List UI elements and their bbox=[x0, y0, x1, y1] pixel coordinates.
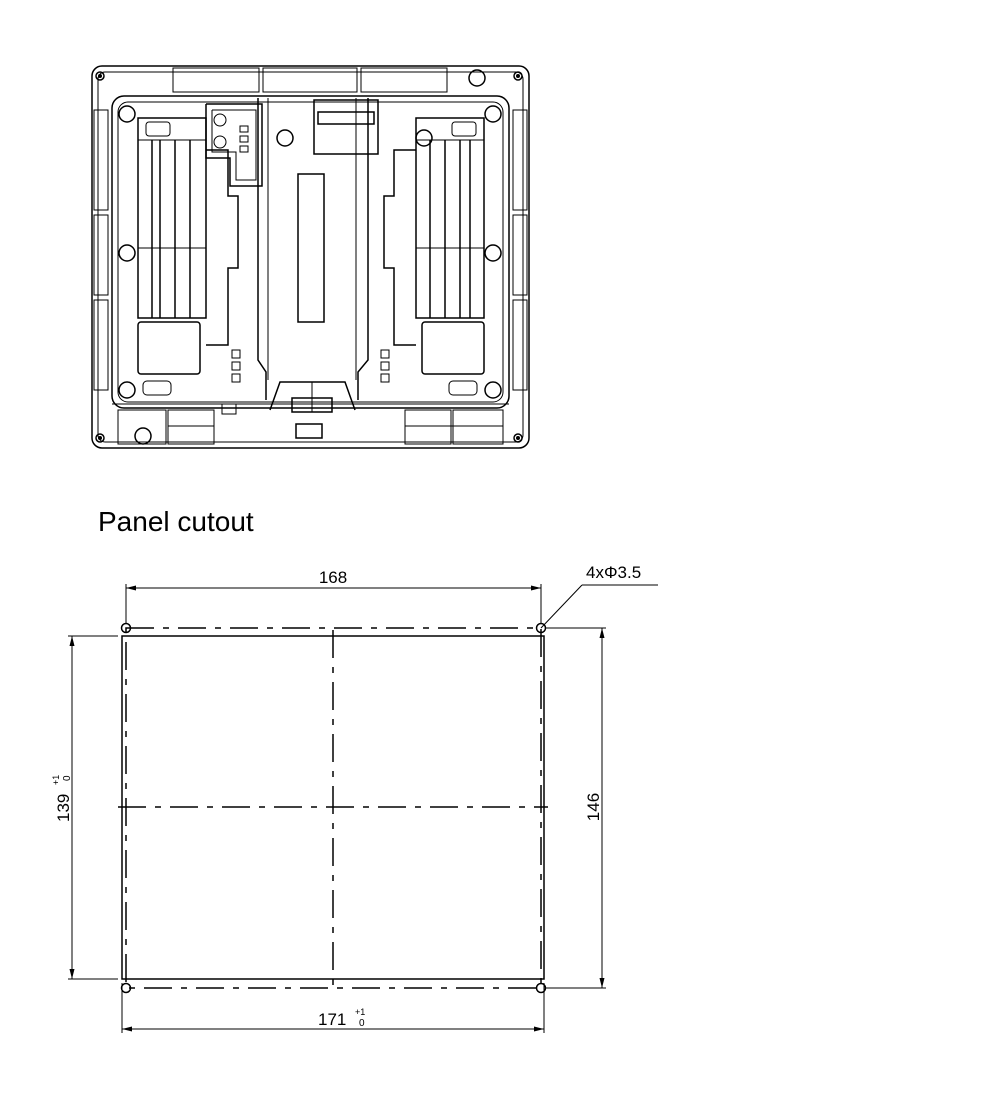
device-inner-body bbox=[111, 95, 510, 409]
dimension-left bbox=[68, 635, 118, 980]
dimension-right bbox=[546, 627, 606, 989]
device-outer-frame-inner bbox=[97, 71, 524, 443]
holes-leader bbox=[540, 584, 658, 629]
dimension-left-tol-lower: 0 bbox=[62, 775, 73, 781]
device-outer-frame bbox=[91, 65, 530, 449]
panel-cutout-title: Panel cutout bbox=[98, 506, 254, 537]
device-connector bbox=[205, 103, 263, 187]
device-central-channel bbox=[257, 98, 379, 439]
dimension-bottom-tol-upper: +1 bbox=[355, 1007, 365, 1017]
dimension-top-label: 168 bbox=[319, 568, 347, 587]
dimension-right-label: 146 bbox=[584, 793, 603, 821]
device-side-tabs bbox=[93, 109, 528, 391]
dimension-bottom bbox=[121, 983, 545, 1033]
device-bottom-tabs bbox=[117, 409, 504, 445]
device-corner-screws bbox=[95, 71, 523, 443]
device-rear-view bbox=[91, 65, 530, 449]
panel-cutout-drawing: 168 4xΦ3.5 171 +1 0 139 +1 0 bbox=[51, 563, 658, 1033]
hole-center-outline bbox=[125, 627, 542, 989]
dimension-left-tol-upper: +1 bbox=[51, 775, 61, 785]
device-left-module bbox=[137, 117, 241, 396]
device-top-tabs bbox=[172, 67, 448, 93]
dimension-bottom-label: 171 bbox=[318, 1010, 346, 1029]
device-inner-body-edge bbox=[117, 101, 504, 403]
dimension-left-label: 139 bbox=[54, 794, 73, 822]
holes-label: 4xΦ3.5 bbox=[586, 563, 641, 582]
device-mounting-holes bbox=[118, 69, 502, 445]
device-bottom-latch bbox=[221, 403, 237, 415]
dimension-bottom-tol-lower: 0 bbox=[359, 1018, 365, 1029]
device-right-module bbox=[380, 117, 485, 396]
dimension-top bbox=[125, 584, 542, 624]
dimension-left-label-group: 139 +1 0 bbox=[51, 775, 73, 822]
